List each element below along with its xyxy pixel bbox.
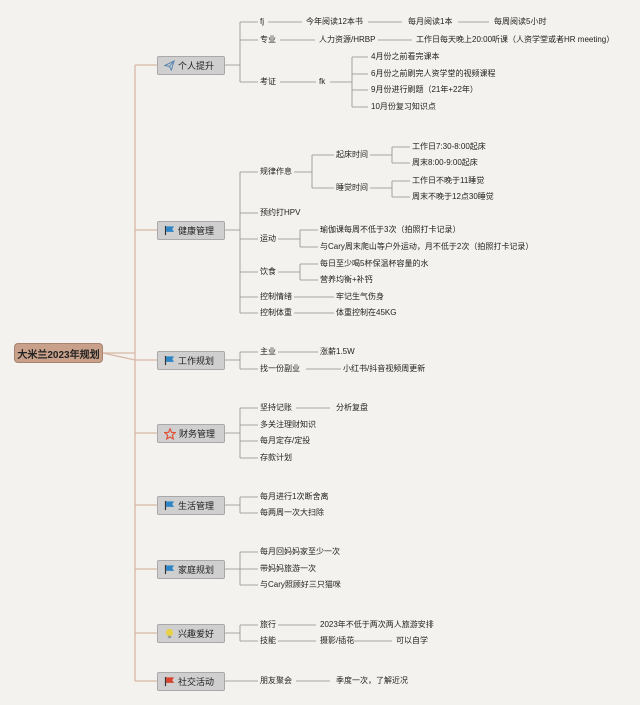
node-fj[interactable]: fj <box>260 17 264 26</box>
connector <box>225 171 258 314</box>
node-video-update[interactable]: 小红书/抖音视频周更新 <box>343 364 426 373</box>
node-wake-weekend[interactable]: 周末8:00-9:00起床 <box>412 158 478 167</box>
node-no-anger[interactable]: 牢记生气伤身 <box>336 292 384 301</box>
node-professional[interactable]: 专业 <box>260 35 276 44</box>
connector <box>294 296 334 314</box>
node-review[interactable]: 分析复盘 <box>336 403 368 412</box>
node-self-learn[interactable]: 可以自学 <box>396 636 428 645</box>
connector <box>225 407 258 459</box>
node-cleaning[interactable]: 每两周一次大扫除 <box>260 508 324 517</box>
category-label: 工作规划 <box>178 356 215 366</box>
root-node[interactable]: 大米兰2023年规划 <box>14 343 103 363</box>
lightbulb-icon <box>165 628 174 639</box>
category-work[interactable]: 工作规划 <box>157 351 225 370</box>
node-certification[interactable]: 考证 <box>260 77 276 86</box>
node-photo-flower[interactable]: 摄影/插花 <box>320 636 355 645</box>
category-health[interactable]: 健康管理 <box>157 221 225 240</box>
node-yoga[interactable]: 瑜伽课每周不低于3次（拍照打卡记录） <box>320 225 461 234</box>
star-icon <box>164 427 176 440</box>
connector <box>278 229 318 248</box>
connector <box>280 56 368 108</box>
node-weight[interactable]: 控制体重 <box>260 308 292 317</box>
node-read-monthly[interactable]: 每月阅读1本 <box>408 17 453 26</box>
node-review-october[interactable]: 10月份复习知识点 <box>371 102 436 111</box>
node-main-job[interactable]: 主业 <box>260 347 276 356</box>
node-evening-class[interactable]: 工作日每天晚上20:00听课（人资学堂或者HR meeting） <box>416 35 615 44</box>
node-hrbp[interactable]: 人力资源/HRBP <box>319 35 376 44</box>
category-label: 生活管理 <box>178 501 215 511</box>
node-sleep-weekend[interactable]: 周末不晚于12点30睡觉 <box>412 192 494 201</box>
category-label: 健康管理 <box>178 226 215 236</box>
category-hobbies[interactable]: 兴趣爱好 <box>157 624 225 643</box>
node-visit-mom[interactable]: 每月回妈妈家至少一次 <box>260 547 340 556</box>
connector <box>294 154 334 189</box>
category-label: 个人提升 <box>178 61 215 71</box>
connector <box>278 624 392 642</box>
node-cats[interactable]: 与Cary照顾好三只猫咪 <box>260 580 341 589</box>
category-social[interactable]: 社交活动 <box>157 672 225 691</box>
node-emotion[interactable]: 控制情绪 <box>260 292 292 301</box>
category-label: 财务管理 <box>179 429 216 439</box>
connector <box>370 180 410 198</box>
node-routine[interactable]: 规律作息 <box>260 167 292 176</box>
node-wake-time[interactable]: 起床时间 <box>336 150 368 159</box>
node-read-12-books[interactable]: 今年阅读12本书 <box>306 17 363 26</box>
category-label: 兴趣爱好 <box>178 629 215 639</box>
node-side-job[interactable]: 找一份副业 <box>260 364 300 373</box>
connector <box>278 351 341 370</box>
node-read-weekly[interactable]: 每周阅读5小时 <box>494 17 547 26</box>
connector <box>225 624 258 642</box>
category-family[interactable]: 家庭规划 <box>157 560 225 579</box>
category-finance[interactable]: 财务管理 <box>157 424 225 443</box>
blue-flag-icon <box>164 500 175 511</box>
connector <box>225 351 258 370</box>
node-declutter[interactable]: 每月进行1次断舍离 <box>260 492 329 501</box>
node-nutrition[interactable]: 营养均衡+补钙 <box>320 275 373 284</box>
node-wake-weekday[interactable]: 工作日7:30-8:00起床 <box>412 142 486 151</box>
blue-flag-icon <box>164 355 175 366</box>
connector <box>225 496 258 514</box>
category-label: 家庭规划 <box>178 565 215 575</box>
node-two-trips[interactable]: 2023年不低于两次两人旅游安排 <box>320 620 434 629</box>
connector <box>225 551 258 586</box>
node-raise[interactable]: 涨薪1.5W <box>320 347 355 356</box>
node-monthly-deposit[interactable]: 每月定存/定投 <box>260 436 311 445</box>
node-hpv[interactable]: 预约打HPV <box>260 208 301 217</box>
blue-flag-icon <box>164 564 175 575</box>
paper-plane-icon <box>164 60 175 71</box>
node-travel[interactable]: 旅行 <box>260 620 276 629</box>
node-bookkeeping[interactable]: 坚持记账 <box>260 403 292 412</box>
node-water[interactable]: 每日至少喝5杯保温杯容量的水 <box>320 259 429 268</box>
node-exercise[interactable]: 运动 <box>260 234 276 243</box>
category-life[interactable]: 生活管理 <box>157 496 225 515</box>
node-friends-party[interactable]: 朋友聚会 <box>260 676 292 685</box>
branch-line <box>102 352 157 361</box>
node-diet[interactable]: 饮食 <box>260 267 276 276</box>
node-fk[interactable]: fk <box>319 77 326 86</box>
node-quarterly[interactable]: 季度一次，了解近况 <box>336 676 408 685</box>
node-skills[interactable]: 技能 <box>260 636 276 645</box>
red-flag-icon <box>164 676 175 687</box>
category-personal-growth[interactable]: 个人提升 <box>157 56 225 75</box>
node-weight-target[interactable]: 体重控制在45KG <box>336 308 397 317</box>
node-video-june[interactable]: 6月份之前刷完人资学堂的视频课程 <box>371 69 496 78</box>
category-label: 社交活动 <box>178 677 215 687</box>
node-savings-plan[interactable]: 存款计划 <box>260 453 292 462</box>
node-textbook-april[interactable]: 4月份之前看完课本 <box>371 52 440 61</box>
node-travel-mom[interactable]: 带妈妈旅游一次 <box>260 564 316 573</box>
node-practice-september[interactable]: 9月份进行刷题（21年+22年） <box>371 85 478 94</box>
blue-flag-icon <box>164 225 175 236</box>
node-sleep-weekday[interactable]: 工作日不晚于11睡觉 <box>412 176 485 185</box>
node-hiking[interactable]: 与Cary周末爬山等户外运动，月不低于2次（拍照打卡记录） <box>320 242 534 251</box>
connector <box>370 146 410 164</box>
node-finance-knowledge[interactable]: 多关注理财知识 <box>260 420 316 429</box>
connector <box>225 21 258 83</box>
node-sleep-time[interactable]: 睡觉时间 <box>336 183 368 192</box>
connector <box>278 263 318 281</box>
